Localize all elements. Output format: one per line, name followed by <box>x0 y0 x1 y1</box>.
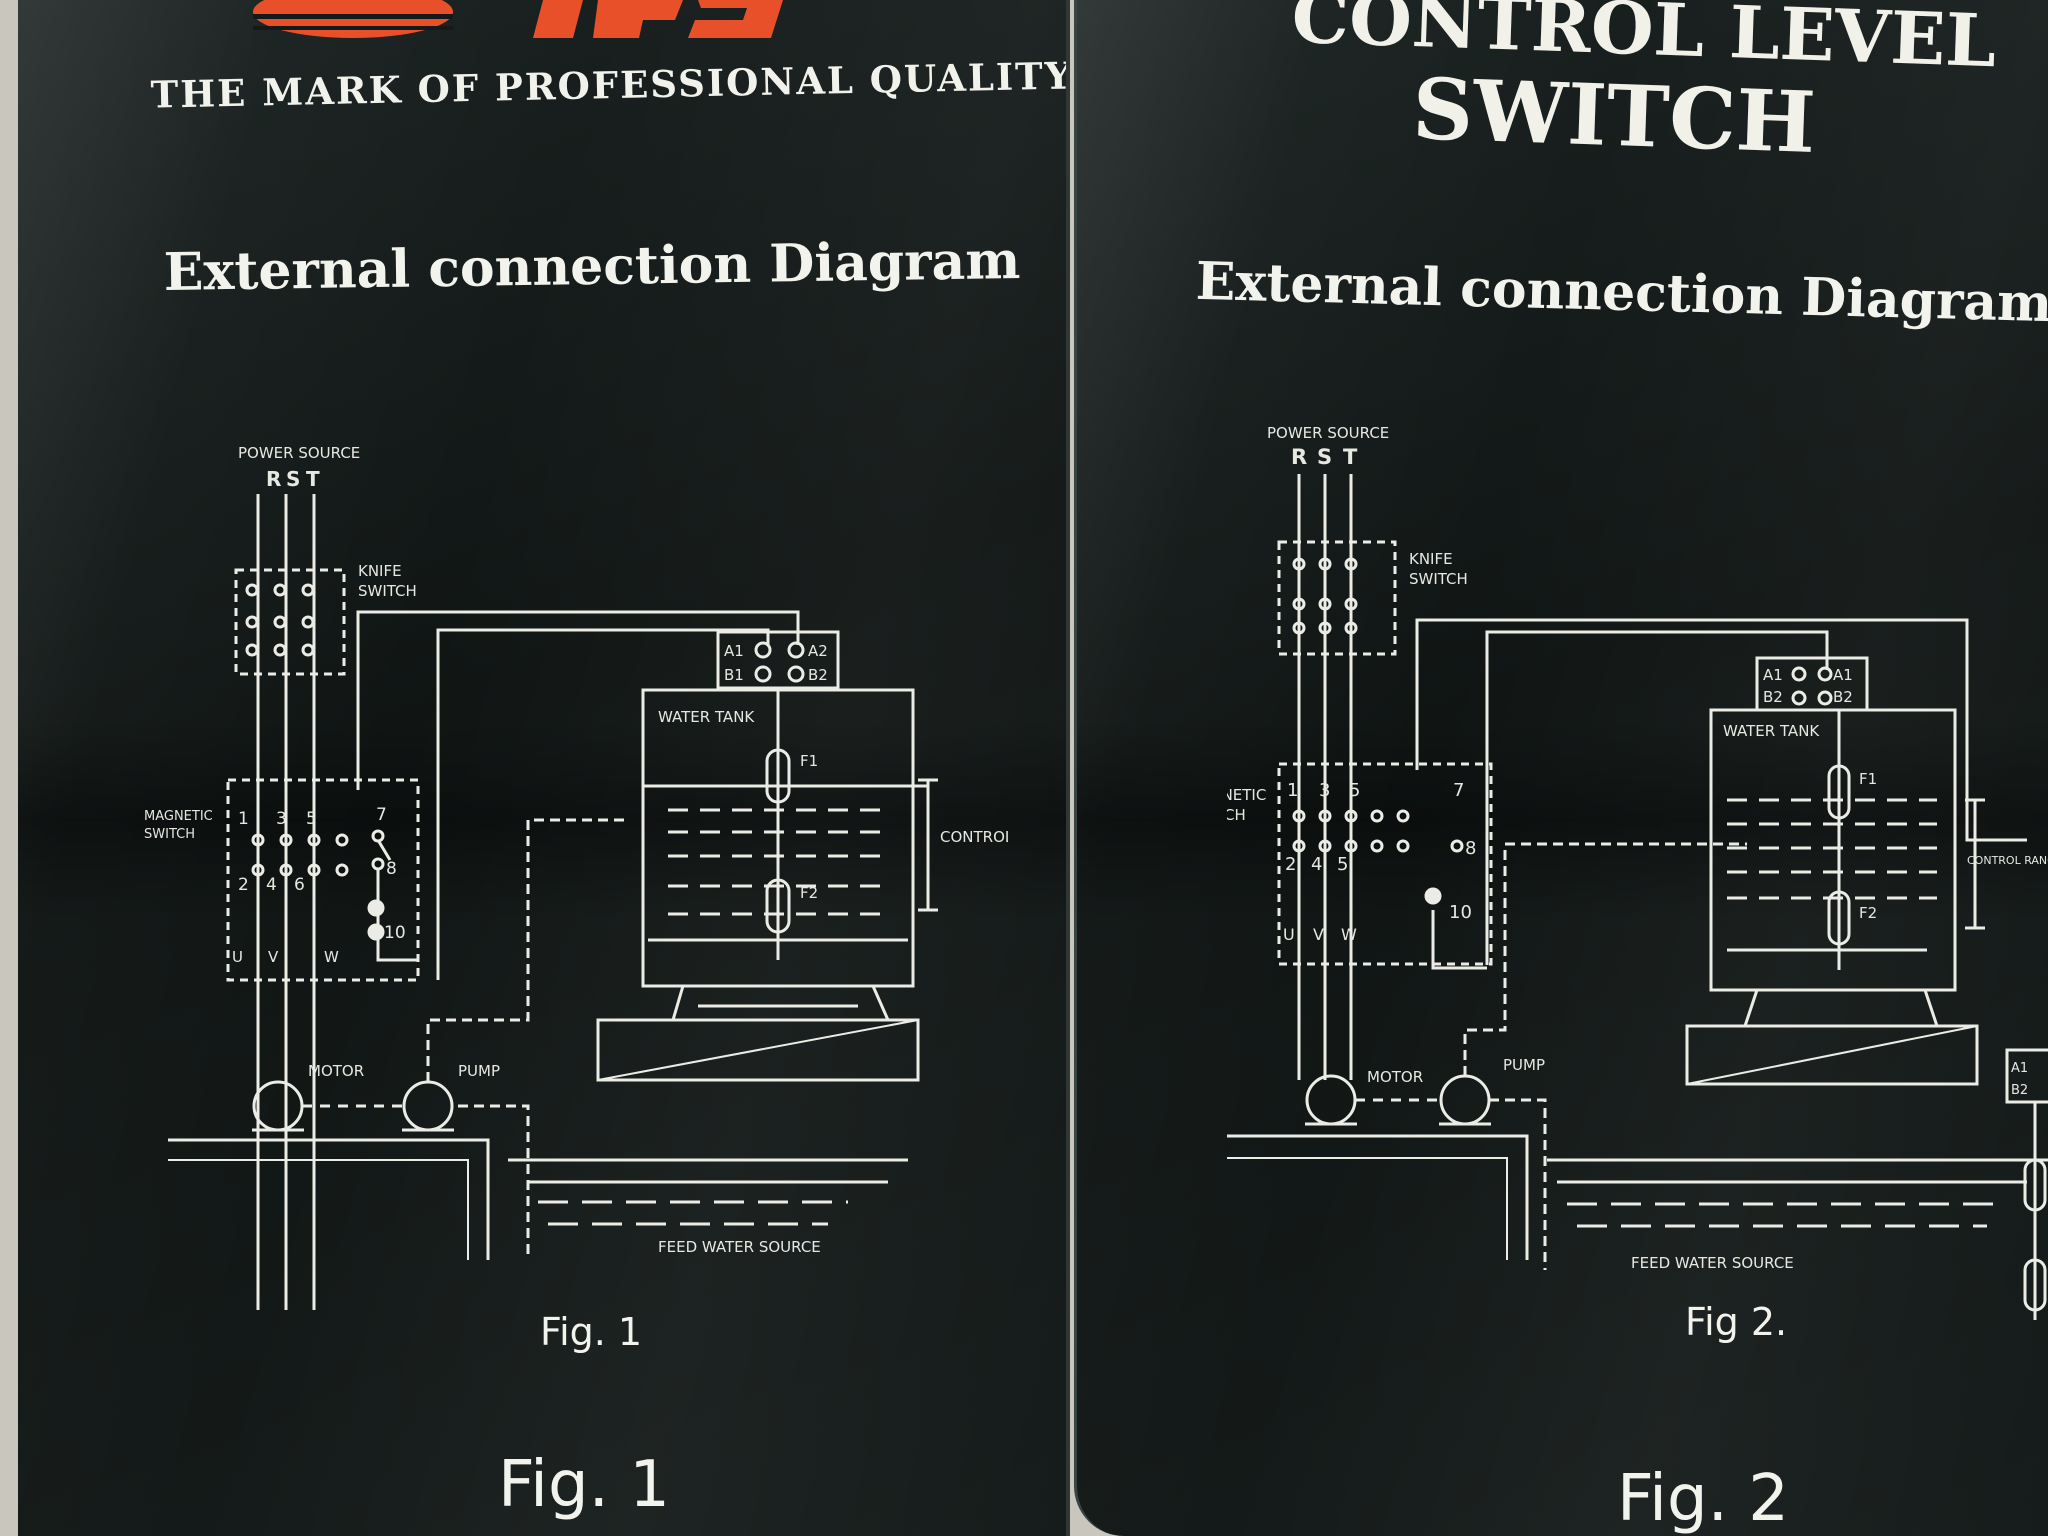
water-tank-label: WATER TANK <box>1723 722 1820 740</box>
left-box-panel: THE MARK OF PROFESSIONAL QUALITY Externa… <box>18 0 1070 1536</box>
magnetic-switch-label-1: MAGNETIC <box>1227 786 1266 804</box>
phase-t-label: T <box>306 467 320 491</box>
contact-2: 2 <box>238 875 249 895</box>
contact-3: 3 <box>276 809 287 829</box>
contact-4: 4 <box>266 875 277 895</box>
control-range-label: CONTROL RANGE <box>1967 854 2048 867</box>
contact-1: 1 <box>1287 780 1298 801</box>
float-f2-label: F2 <box>800 884 818 902</box>
magnetic-switch-label-2: SWITCH <box>1227 806 1246 824</box>
float-f1-label: F1 <box>800 752 818 770</box>
figure-caption-small-right: Fig 2. <box>1685 1300 1788 1344</box>
phase-r-label: R <box>1291 445 1307 469</box>
float-f1-label: F1 <box>1859 770 1877 788</box>
contact-5: 5 <box>306 809 317 829</box>
magnetic-switch-label-1: MAGNETIC <box>144 809 213 824</box>
edge-terminal-b2: B2 <box>2011 1083 2028 1098</box>
contact-10: 10 <box>1449 902 1472 923</box>
phase-s-label: S <box>1317 445 1332 469</box>
feed-water-source-label: FEED WATER SOURCE <box>1631 1254 1794 1272</box>
terminal-a1: A1 <box>724 642 744 660</box>
figure-caption-small-left: Fig. 1 <box>540 1310 643 1354</box>
control-range-label: CONTROL RANGE <box>940 828 1008 846</box>
connection-diagram-fig1: POWER SOURCE R S T KNIFE SWITCH A1 <box>128 440 1066 1470</box>
knife-switch-label-1: KNIFE <box>358 562 402 580</box>
terminal-a1-left: A1 <box>1763 666 1783 684</box>
contact-2: 2 <box>1285 854 1296 875</box>
terminal-a2: A2 <box>808 642 828 660</box>
motor-terminal-u: U <box>1283 925 1295 944</box>
diagram-heading-right: External connection Diagram <box>1195 250 2048 335</box>
phase-s-label: S <box>286 467 300 491</box>
contact-5: 5 <box>1349 780 1360 801</box>
feed-water-source-label: FEED WATER SOURCE <box>658 1238 821 1256</box>
terminal-b2-right: B2 <box>1833 688 1853 706</box>
motor-label: MOTOR <box>1367 1068 1423 1086</box>
terminal-b2-left: B2 <box>1763 688 1783 706</box>
power-source-label: POWER SOURCE <box>238 444 360 462</box>
knife-switch-label-1: KNIFE <box>1409 550 1453 568</box>
knife-switch-label-2: SWITCH <box>358 582 417 600</box>
water-tank-label: WATER TANK <box>658 708 755 726</box>
phase-t-label: T <box>1343 445 1358 469</box>
knife-switch-label-2: SWITCH <box>1409 570 1468 588</box>
terminal-b2: B2 <box>808 666 828 684</box>
brand-tagline: THE MARK OF PROFESSIONAL QUALITY <box>150 53 1070 117</box>
contact-8: 8 <box>386 859 397 879</box>
motor-label: MOTOR <box>308 1062 364 1080</box>
motor-terminal-w: W <box>324 948 339 966</box>
edge-terminal-a1: A1 <box>2011 1061 2028 1076</box>
motor-terminal-v: V <box>1313 925 1324 944</box>
contact-7: 7 <box>376 805 387 825</box>
figure-caption-large-right: Fig. 2 <box>1617 1462 1789 1536</box>
figure-caption-large-left: Fig. 1 <box>498 1448 670 1522</box>
motor-terminal-w: W <box>1341 925 1357 944</box>
pump-label: PUMP <box>458 1062 500 1080</box>
contact-4: 4 <box>1311 854 1322 875</box>
phase-r-label: R <box>266 467 281 491</box>
right-box-panel: CONTROL LEVEL SWITCH External connection… <box>1074 0 2048 1536</box>
float-f2-label: F2 <box>1859 904 1877 922</box>
brand-logo <box>253 0 783 38</box>
contact-5b: 5 <box>1337 854 1348 875</box>
motor-terminal-v: V <box>268 948 279 966</box>
contact-6: 6 <box>294 875 305 895</box>
terminal-a1-right: A1 <box>1833 666 1853 684</box>
contact-7: 7 <box>1453 780 1464 801</box>
power-source-label: POWER SOURCE <box>1267 424 1389 442</box>
contact-1: 1 <box>238 809 249 829</box>
motor-terminal-u: U <box>232 948 243 966</box>
pump-label: PUMP <box>1503 1056 1545 1074</box>
contact-3: 3 <box>1319 780 1330 801</box>
terminal-b1: B1 <box>724 666 744 684</box>
connection-diagram-fig2: POWER SOURCE R S T KNIFE SWITCH A1 A <box>1187 420 2048 1320</box>
magnetic-switch-label-2: SWITCH <box>144 827 195 842</box>
diagram-heading-left: External connection Diagram <box>163 230 1021 303</box>
contact-8: 8 <box>1465 838 1476 859</box>
contact-10: 10 <box>384 923 406 943</box>
